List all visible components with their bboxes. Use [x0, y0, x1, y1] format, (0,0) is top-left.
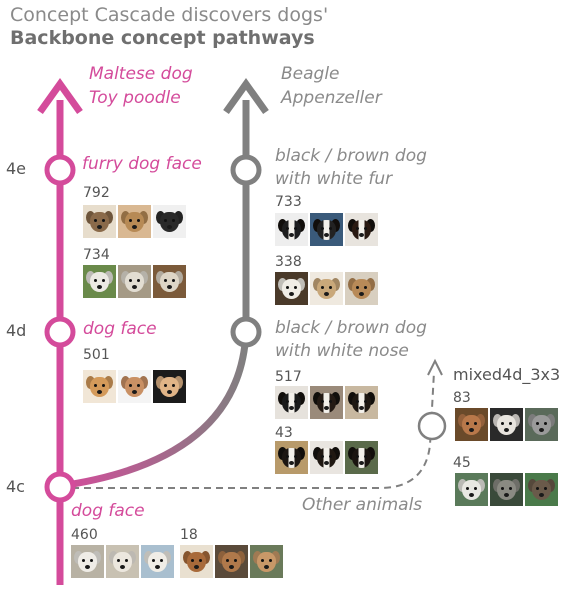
- pink-4e-label: furry dog face: [82, 154, 202, 174]
- grey-4e-label-1: black / brown dog: [275, 146, 427, 166]
- level-label-4c: 4c: [6, 477, 25, 496]
- thumbs-45: [455, 473, 558, 506]
- grey-4d-label-2: with white nose: [275, 341, 409, 361]
- thumbnail-image: [153, 370, 186, 403]
- thumbnail-image: [525, 473, 558, 506]
- level-label-4d: 4d: [6, 321, 27, 340]
- thumbnail-image: [490, 408, 523, 441]
- branch-curve: [59, 331, 250, 490]
- thumbnail-image: [141, 545, 174, 578]
- thumbnail-image: [118, 370, 151, 403]
- other-animals-label: Other animals: [302, 495, 423, 515]
- grey-4e-label-2: with white fur: [275, 169, 393, 189]
- level-label-4e: 4e: [6, 159, 27, 178]
- thumbs-734: [83, 265, 186, 298]
- node-pink-4c[interactable]: [44, 471, 76, 503]
- grey-arrowhead: [223, 77, 269, 115]
- grey-top-label-2: Appenzeller: [281, 88, 382, 108]
- neuron-517-label: 517: [275, 369, 302, 385]
- neuron-43-label: 43: [275, 425, 293, 441]
- thumbs-83: [455, 408, 558, 441]
- thumbnail-image: [310, 272, 343, 305]
- thumbnail-image: [275, 441, 308, 474]
- pink-4c-label: dog face: [71, 501, 145, 521]
- thumbnail-image: [106, 545, 139, 578]
- grey-4d-label-1: black / brown dog: [275, 318, 427, 338]
- neuron-338-label: 338: [275, 254, 302, 270]
- thumbs-733: [275, 213, 378, 246]
- thumbnail-image: [345, 441, 378, 474]
- neuron-18-label: 18: [180, 527, 198, 543]
- thumbs-43: [275, 441, 378, 474]
- thumbnail-image: [275, 386, 308, 419]
- thumbnail-image: [455, 408, 488, 441]
- thumbnail-image: [345, 213, 378, 246]
- thumbnail-image: [71, 545, 104, 578]
- thumbnail-image: [153, 205, 186, 238]
- thumbnail-image: [83, 370, 116, 403]
- thumbnail-image: [250, 545, 283, 578]
- mixed4d-layer-label: mixed4d_3x3: [453, 365, 561, 384]
- neuron-83-label: 83: [453, 390, 471, 406]
- pink-top-label-1: Maltese dog: [89, 64, 193, 84]
- thumbnail-image: [345, 386, 378, 419]
- thumbnail-image: [215, 545, 248, 578]
- node-other-animals[interactable]: [417, 411, 447, 441]
- grey-top-label-1: Beagle: [281, 64, 340, 84]
- title-line-2: Backbone concept pathways: [10, 27, 315, 49]
- neuron-501-label: 501: [83, 347, 110, 363]
- thumbs-792: [83, 205, 186, 238]
- pink-4d-label: dog face: [83, 319, 157, 339]
- thumbs-18: [180, 545, 283, 578]
- neuron-792-label: 792: [83, 185, 110, 201]
- thumbs-338: [275, 272, 378, 305]
- node-grey-4d[interactable]: [230, 316, 262, 348]
- thumbnail-image: [153, 265, 186, 298]
- thumbnail-image: [490, 473, 523, 506]
- node-pink-4e[interactable]: [44, 154, 76, 186]
- pink-arrowhead: [37, 77, 83, 115]
- thumbs-460: [71, 545, 174, 578]
- thumbnail-image: [275, 272, 308, 305]
- thumbnail-image: [345, 272, 378, 305]
- thumbnail-image: [310, 386, 343, 419]
- node-pink-4d[interactable]: [44, 316, 76, 348]
- thumbs-517: [275, 386, 378, 419]
- title-line-1: Concept Cascade discovers dogs': [10, 4, 329, 26]
- pink-top-label-2: Toy poodle: [89, 88, 181, 108]
- other-animals-arrowhead: [427, 358, 443, 376]
- thumbnail-image: [310, 441, 343, 474]
- neuron-45-label: 45: [453, 455, 471, 471]
- thumbnail-image: [455, 473, 488, 506]
- node-grey-4e[interactable]: [230, 154, 262, 186]
- thumbnail-image: [525, 408, 558, 441]
- neuron-733-label: 733: [275, 194, 302, 210]
- thumbnail-image: [180, 545, 213, 578]
- thumbnail-image: [275, 213, 308, 246]
- thumbnail-image: [118, 205, 151, 238]
- thumbs-501: [83, 370, 186, 403]
- thumbnail-image: [83, 205, 116, 238]
- neuron-460-label: 460: [71, 527, 98, 543]
- thumbnail-image: [118, 265, 151, 298]
- neuron-734-label: 734: [83, 247, 110, 263]
- thumbnail-image: [83, 265, 116, 298]
- thumbnail-image: [310, 213, 343, 246]
